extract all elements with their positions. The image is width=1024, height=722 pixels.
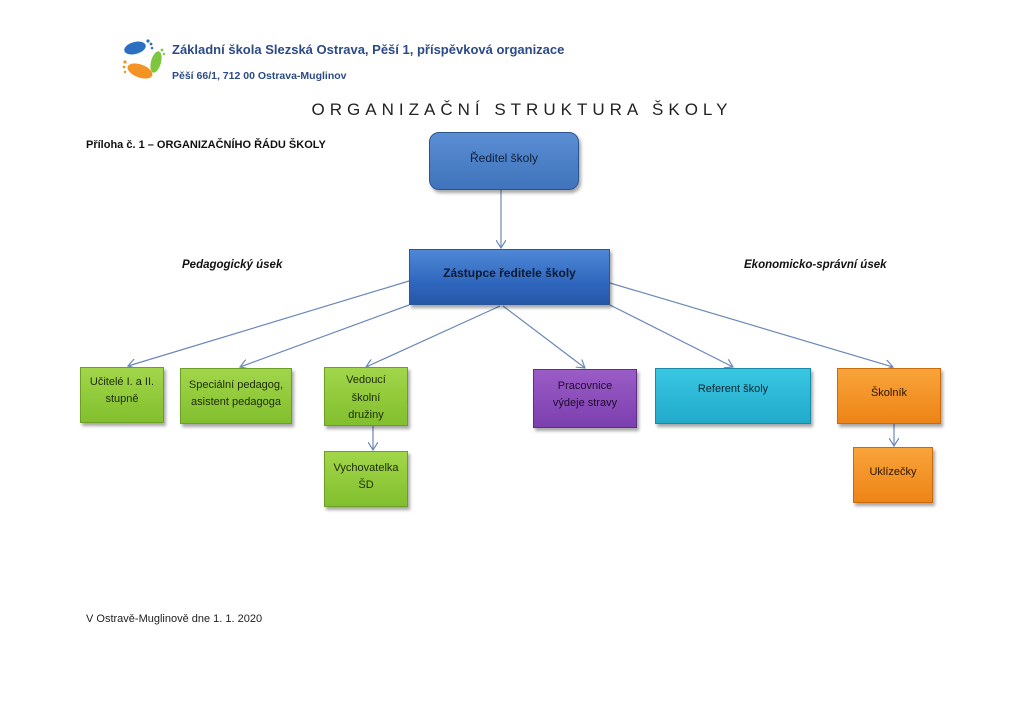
org-node-label: Speciální pedagog, asistent pedagoga xyxy=(188,379,284,409)
org-node-label: Uklízečky xyxy=(869,466,917,478)
org-node-label: Vychovatelka ŠD xyxy=(333,462,399,492)
org-node-label: Ředitel školy xyxy=(469,151,539,165)
connector-deputy-caretaker xyxy=(609,282,893,367)
document-title: ORGANIZAČNÍ STRUKTURA ŠKOLY xyxy=(311,100,733,119)
connector-deputy-club-head xyxy=(366,305,501,367)
org-node-label: Pracovnice výdeje stravy xyxy=(552,380,618,410)
org-node-caretaker: Školník xyxy=(837,368,941,424)
org-node-label: Školník xyxy=(870,387,908,399)
org-node-label: Vedoucí školní družiny xyxy=(346,374,386,422)
school-name: Základní škola Slezská Ostrava, Pěší 1, … xyxy=(172,42,565,57)
org-node-teachers: Učitelé I. a II. stupně xyxy=(80,367,164,423)
footprints-logo-icon xyxy=(120,36,166,82)
org-node-special: Speciální pedagog, asistent pedagoga xyxy=(180,368,292,424)
org-node-admin: Referent školy xyxy=(655,368,811,424)
org-node-label: Učitelé I. a II. stupně xyxy=(89,376,155,406)
place-and-date: V Ostravě-Muglinově dne 1. 1. 2020 xyxy=(86,613,263,625)
org-node-club-head: Vedoucí školní družiny xyxy=(324,367,408,426)
org-node-cleaners: Uklízečky xyxy=(853,447,933,503)
org-node-label: Referent školy xyxy=(697,383,769,395)
section-label-economic: Ekonomicko-správní úsek xyxy=(744,259,887,271)
connector-deputy-special xyxy=(240,304,410,367)
school-address: Pěší 66/1, 712 00 Ostrava-Muglinov xyxy=(172,70,347,82)
org-node-club-educator: Vychovatelka ŠD xyxy=(324,451,408,507)
section-label-pedagogical: Pedagogický úsek xyxy=(182,259,283,271)
org-node-director: Ředitel školy xyxy=(429,132,579,190)
connector-deputy-teachers xyxy=(128,280,410,366)
org-node-label: Zástupce ředitele školy xyxy=(443,266,576,280)
annex-label: Příloha č. 1 – ORGANIZAČNÍHO ŘÁDU ŠKOLY xyxy=(86,139,326,151)
connector-deputy-catering xyxy=(502,305,585,368)
org-node-deputy: Zástupce ředitele školy xyxy=(409,249,610,305)
org-node-catering: Pracovnice výdeje stravy xyxy=(533,369,637,428)
connector-deputy-admin xyxy=(609,304,733,367)
